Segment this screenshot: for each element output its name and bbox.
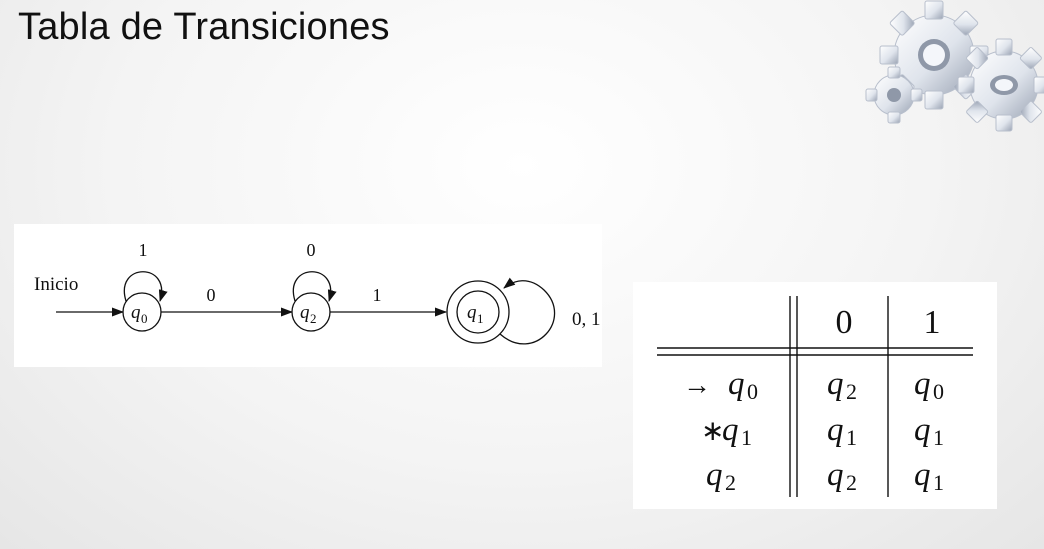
loop-label-q2: 0 — [307, 240, 316, 260]
svg-text:1: 1 — [477, 311, 484, 326]
header-symbol-1: 1 — [924, 304, 941, 341]
svg-text:0: 0 — [747, 379, 758, 404]
svg-text:2: 2 — [846, 379, 857, 404]
svg-text:q: q — [728, 366, 745, 402]
header-symbol-0: 0 — [836, 304, 853, 341]
svg-text:q: q — [914, 366, 931, 402]
svg-text:2: 2 — [846, 470, 857, 495]
start-label: Inicio — [34, 274, 78, 295]
transition-label-q0-q2: 0 — [207, 285, 216, 305]
svg-text:q: q — [827, 457, 844, 493]
state-q0: q 0 — [122, 292, 162, 332]
svg-text:0: 0 — [141, 311, 148, 326]
state-q1: q 1 — [446, 280, 510, 344]
svg-text:→: → — [683, 370, 711, 401]
svg-text:q: q — [131, 302, 141, 323]
loop-q1 — [499, 277, 556, 345]
svg-text:1: 1 — [933, 425, 944, 450]
svg-text:0: 0 — [933, 379, 944, 404]
svg-text:1: 1 — [933, 470, 944, 495]
svg-text:q: q — [914, 457, 931, 493]
transition-label-q2-q1: 1 — [373, 285, 382, 305]
svg-text:2: 2 — [310, 311, 317, 326]
svg-text:1: 1 — [741, 425, 752, 450]
loop-label-q0: 1 — [139, 240, 148, 260]
svg-text:q: q — [827, 366, 844, 402]
table-row: q 2 q 2 q 1 — [706, 457, 944, 495]
automaton-diagram: Inicio q 0 1 0 q 2 0 1 q 1 — [14, 224, 602, 367]
state-q2: q 2 — [291, 292, 331, 332]
table-row: → q 0 q 2 q 0 — [683, 366, 944, 404]
svg-text:q: q — [722, 412, 739, 448]
loop-label-q1: 0, 1 — [572, 309, 601, 330]
svg-text:q: q — [827, 412, 844, 448]
svg-text:1: 1 — [846, 425, 857, 450]
svg-text:∗: ∗ — [701, 416, 724, 447]
svg-text:q: q — [300, 302, 310, 323]
svg-text:2: 2 — [725, 470, 736, 495]
svg-text:q: q — [914, 412, 931, 448]
table-row: ∗ q 1 q 1 q 1 — [701, 412, 944, 450]
loop-q0 — [123, 271, 168, 302]
svg-text:q: q — [467, 302, 477, 323]
svg-text:q: q — [706, 457, 723, 493]
gear-cluster-icon — [865, 0, 1044, 132]
loop-q2 — [292, 271, 337, 302]
slide-title: Tabla de Transiciones — [18, 6, 390, 48]
transition-table: 0 1 → q 0 q 2 q 0 ∗ q 1 q 1 q 1 q 2 q — [633, 282, 997, 509]
